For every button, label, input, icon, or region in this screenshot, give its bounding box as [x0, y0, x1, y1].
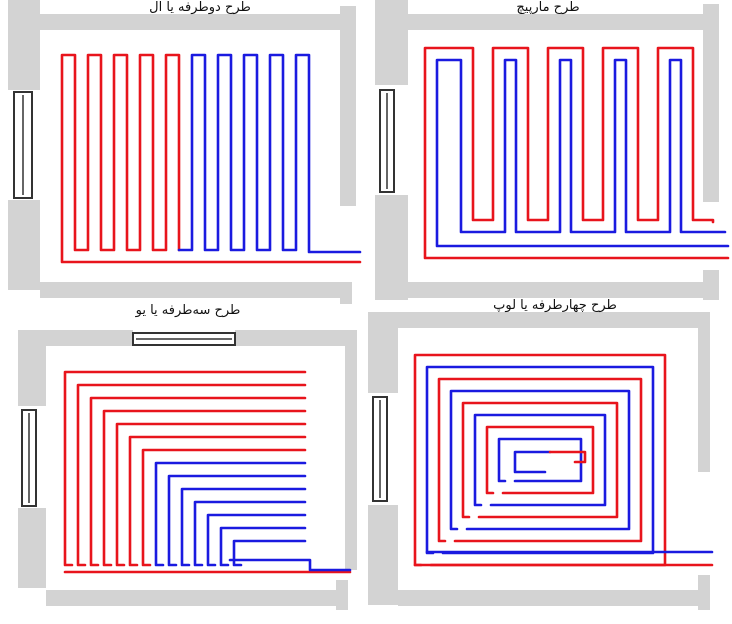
wall — [398, 590, 698, 606]
supply-pipe — [76, 383, 307, 567]
return-pipe — [425, 365, 655, 555]
return-pipe — [435, 58, 730, 248]
supply-pipe — [60, 53, 362, 264]
supply-pipe — [485, 425, 595, 495]
wall — [40, 14, 340, 30]
title-u-pattern: طرح سه‌طرفه یا یو — [135, 303, 241, 318]
wall — [345, 330, 357, 570]
wall — [336, 580, 348, 610]
return-pipe — [473, 413, 607, 507]
title-spiral-pattern: طرح مارپیچ — [516, 0, 580, 15]
wall — [235, 330, 355, 346]
supply-pipe — [437, 377, 643, 543]
wall — [8, 0, 40, 90]
wall — [18, 346, 46, 406]
return-pipe — [154, 461, 307, 567]
supply-pipe — [423, 46, 730, 260]
wall — [368, 312, 698, 328]
return-pipe — [193, 500, 307, 567]
return-pipe — [206, 513, 307, 567]
supply-pipe — [128, 435, 307, 567]
wall — [340, 6, 356, 206]
wall — [368, 505, 398, 605]
wall — [703, 270, 719, 300]
supply-pipe — [461, 401, 619, 519]
wall — [46, 590, 336, 606]
return-pipe — [167, 474, 307, 567]
supply-pipe — [548, 450, 587, 464]
title-l-pattern: طرح دوطرفه یا ال — [149, 0, 251, 15]
wall — [375, 0, 408, 85]
return-pipe — [449, 389, 631, 531]
supply-pipe — [63, 370, 307, 567]
return-pipe — [497, 437, 583, 483]
title-loop-pattern: طرح چهارطرفه یا لوپ — [493, 298, 617, 313]
wall — [18, 508, 46, 588]
wall — [368, 328, 398, 393]
wall — [18, 330, 133, 346]
wall — [408, 282, 703, 298]
supply-pipe — [89, 396, 307, 567]
return-pipe — [513, 450, 552, 474]
return-pipe — [228, 558, 352, 572]
wall — [408, 14, 703, 30]
wall — [8, 200, 40, 290]
wall — [375, 195, 408, 300]
supply-pipe — [413, 353, 667, 567]
return-pipe — [177, 53, 362, 254]
wall — [703, 4, 719, 202]
wall — [698, 312, 710, 472]
return-pipe — [219, 526, 307, 567]
wall — [698, 575, 710, 610]
wall — [40, 282, 340, 298]
return-pipe — [180, 487, 307, 567]
wall — [340, 282, 352, 304]
supply-pipe — [115, 422, 307, 567]
supply-pipe — [141, 448, 307, 567]
return-pipe — [232, 539, 307, 567]
supply-pipe — [102, 409, 307, 567]
